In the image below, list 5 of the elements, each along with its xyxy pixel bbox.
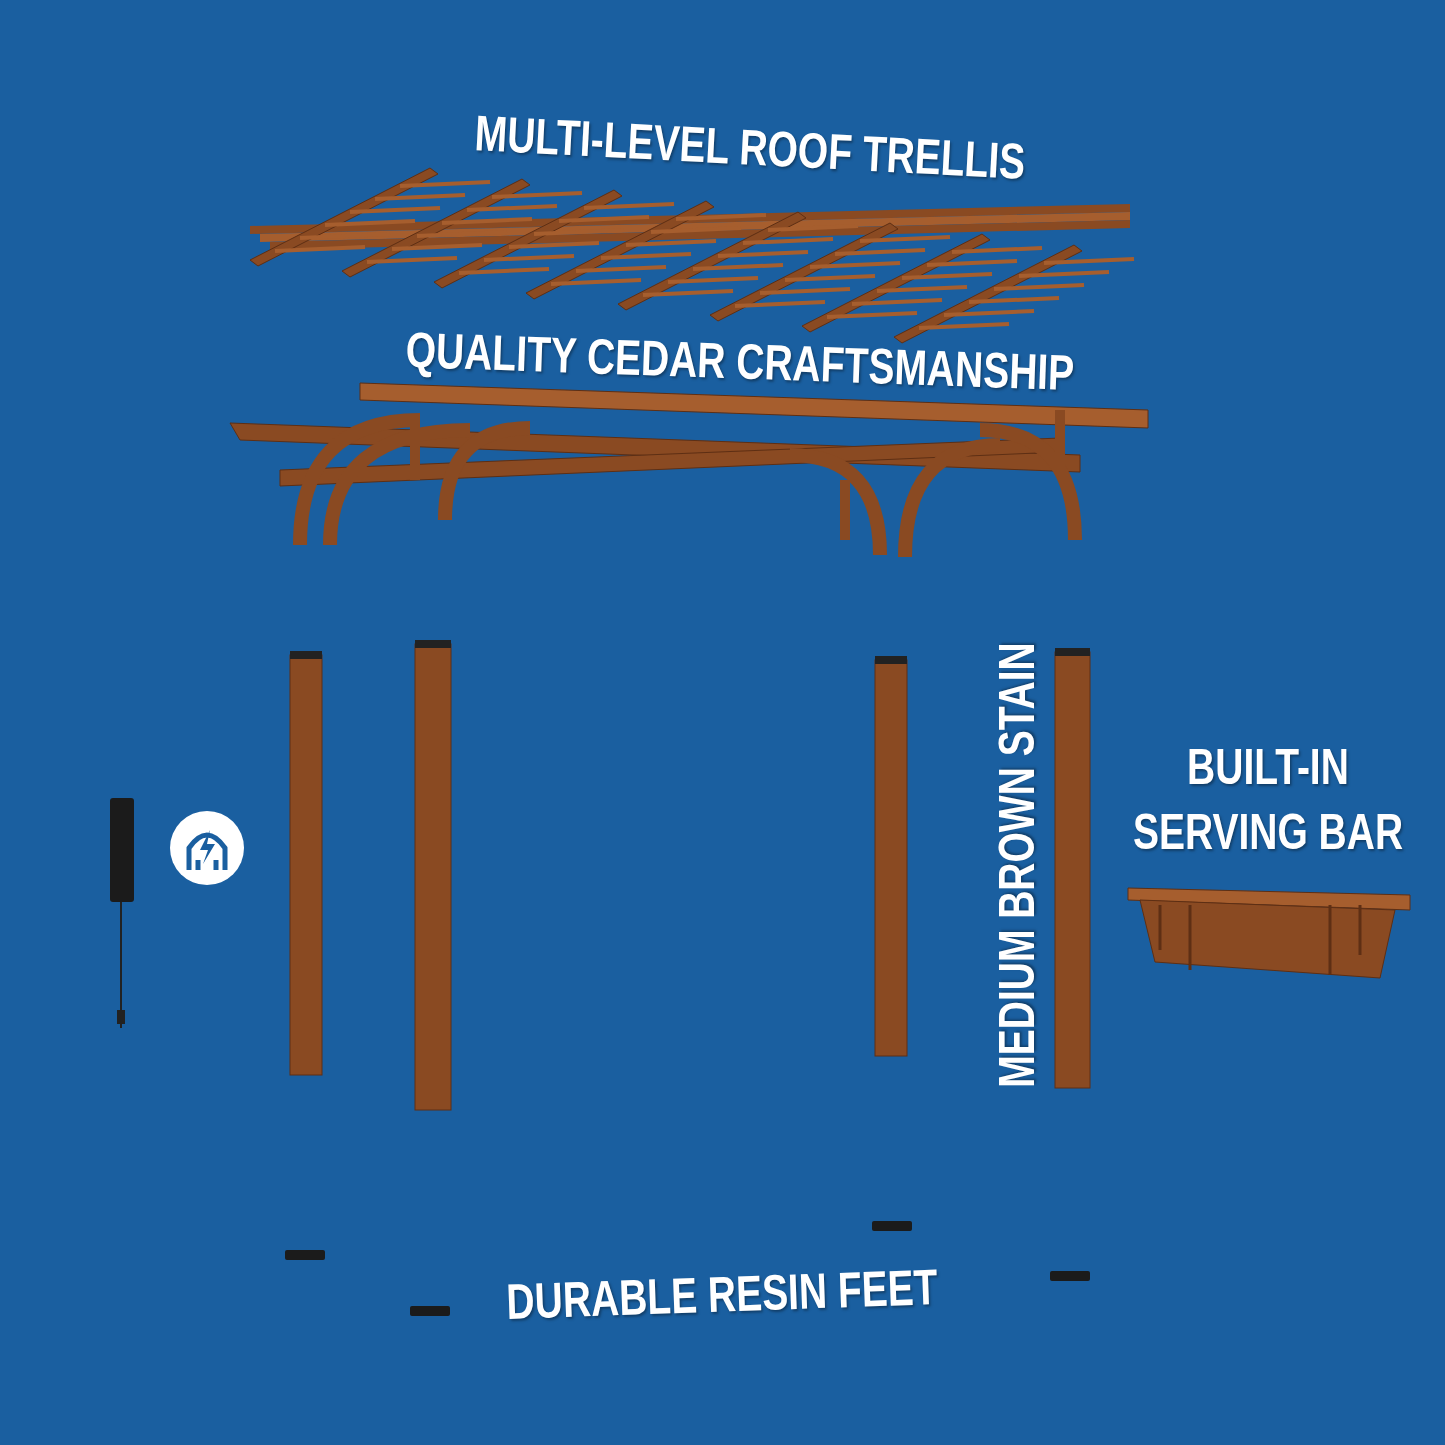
feature-label: QUALITY CEDAR CRAFTSMANSHIP [404, 320, 1076, 404]
feature-label: BUILT-IN SERVING BAR [1131, 738, 1405, 862]
feature-label: MULTI-LEVEL ROOF TRELLIS [473, 104, 1027, 192]
feature-label: DURABLE RESIN FEET [505, 1258, 939, 1332]
stain-label: MEDIUM BROWN STAIN [987, 642, 1046, 1088]
